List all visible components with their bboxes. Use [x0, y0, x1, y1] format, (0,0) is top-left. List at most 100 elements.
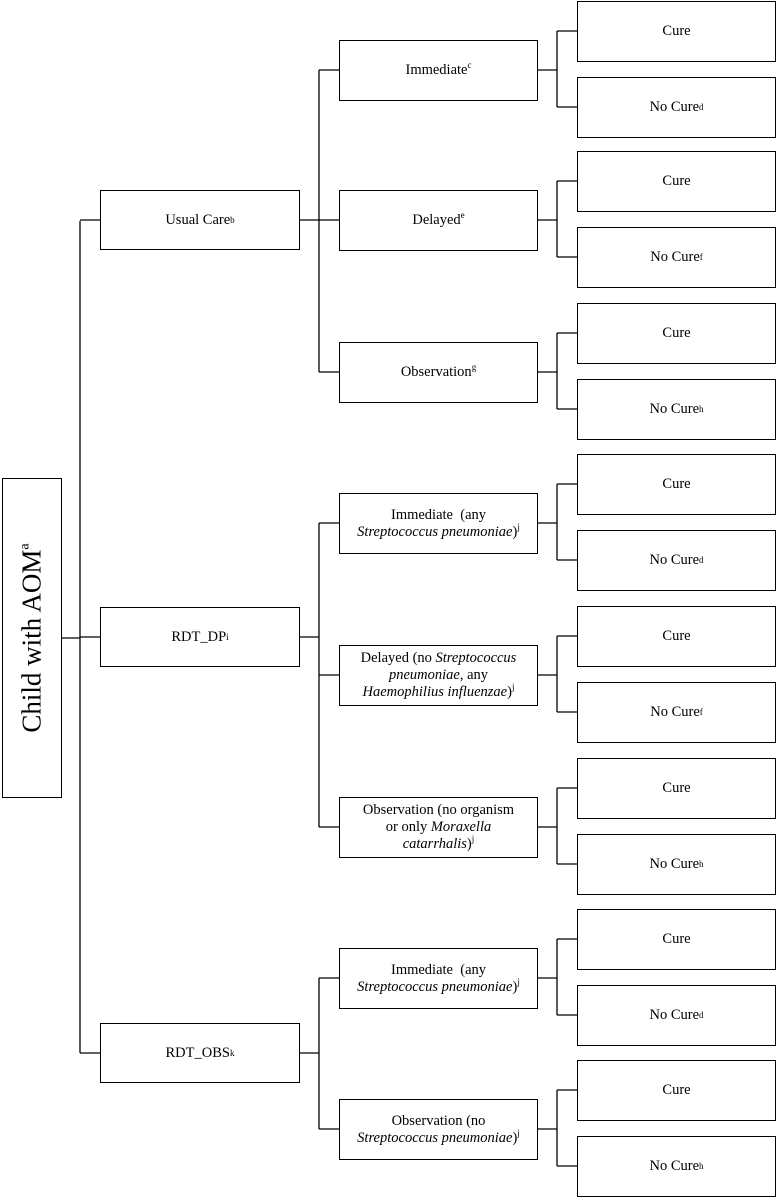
- outcome-label: Cure: [662, 324, 691, 341]
- outcome-label: No Cure: [650, 248, 700, 265]
- decision-text: ): [507, 684, 512, 700]
- organism-name: catarrhalis: [402, 836, 467, 852]
- outcome-label: Cure: [662, 1081, 691, 1098]
- outcome-node: Cure: [577, 605, 776, 667]
- decision-label-line: Immediate (any: [357, 962, 520, 979]
- organism-name: Streptococcus pneumoniae: [357, 523, 513, 540]
- decision-text: Observation: [400, 364, 472, 380]
- outcome-label: Cure: [662, 779, 691, 796]
- outcome-node: Cure: [577, 1059, 776, 1121]
- organism-name: pneumoniae: [388, 667, 460, 683]
- footnote-marker: j: [511, 682, 515, 692]
- outcome-label: Cure: [662, 22, 691, 39]
- decision-label-line: Haemophilius influenzae)j: [361, 682, 517, 701]
- decision-label-line: Streptococcus pneumoniae)j: [357, 521, 520, 541]
- decision-text: ): [512, 978, 518, 995]
- outcome-node: Cure: [577, 0, 776, 62]
- outcome-label: Cure: [662, 930, 691, 947]
- outcome-label: No Cure: [649, 1157, 700, 1174]
- decision-text: ): [512, 523, 518, 540]
- decision-text: Observation (no organism: [362, 802, 515, 818]
- outcome-label: Cure: [662, 627, 691, 644]
- decision-text: or only: [385, 819, 431, 835]
- outcome-label: Cure: [662, 172, 691, 189]
- footnote-marker: c: [467, 60, 472, 70]
- footnote-marker: j: [471, 834, 475, 844]
- footnote-marker: j: [517, 521, 520, 532]
- decision-label-line: Delayede: [412, 210, 465, 229]
- decision-label-line: or only Moraxella: [363, 819, 514, 836]
- decision-text: Immediate: [405, 62, 468, 78]
- root-node-label: Child with AOMa: [17, 543, 47, 732]
- decision-text: Delayed (no: [360, 650, 436, 666]
- decision-label: Immediatec: [405, 60, 472, 79]
- organism-name: Streptococcus: [435, 650, 517, 666]
- outcome-node: Cure: [577, 150, 776, 212]
- decision-text: ): [466, 836, 472, 852]
- decision-label-line: Streptococcus pneumoniae)j: [357, 976, 520, 996]
- outcome-label: No Cure: [650, 703, 700, 720]
- outcome-label: No Cure: [649, 551, 700, 568]
- organism-name: Moraxella: [430, 819, 492, 835]
- footnote-marker: j: [517, 976, 520, 987]
- root-node: Child with AOMa: [2, 478, 62, 798]
- outcome-node: Cure: [577, 908, 776, 970]
- decision-text: Immediate (any: [390, 506, 486, 523]
- organism-name: Streptococcus pneumoniae: [357, 1129, 513, 1146]
- decision-node: Delayede: [339, 190, 538, 251]
- branch-label: Usual Care: [165, 211, 231, 228]
- decision-text: Immediate (any: [390, 961, 486, 978]
- outcome-label: No Cure: [649, 400, 700, 417]
- root-label-sup: a: [18, 543, 33, 550]
- outcome-node: Cure: [577, 453, 776, 515]
- branch-label: RDT_OBS: [165, 1044, 230, 1061]
- branch-label: RDT_DP: [171, 628, 227, 645]
- decision-node: Observationg: [339, 342, 538, 403]
- decision-label-line: Streptococcus pneumoniae)j: [357, 1127, 520, 1147]
- organism-name: Streptococcus pneumoniae: [357, 978, 513, 995]
- footnote-marker: e: [460, 210, 465, 220]
- decision-label-line: Observation (no: [357, 1113, 520, 1130]
- decision-label: Delayede: [412, 210, 465, 229]
- decision-node: Immediatec: [339, 40, 538, 101]
- footnote-marker: g: [471, 362, 477, 372]
- outcome-label: No Cure: [649, 1006, 700, 1023]
- decision-label: Observationg: [400, 362, 477, 381]
- decision-label-line: Observation (no organism: [363, 802, 514, 819]
- outcome-node: Cure: [577, 757, 776, 819]
- decision-label-line: Observationg: [400, 362, 477, 381]
- organism-name: Haemophilius influenzae: [362, 684, 508, 700]
- decision-label-line: Delayed (no Streptococcus: [361, 650, 517, 667]
- decision-label-line: pneumoniae, any: [361, 667, 517, 684]
- decision-label-line: Immediate (any: [357, 507, 520, 524]
- decision-text: Observation (no: [391, 1112, 486, 1129]
- decision-text: ): [512, 1129, 518, 1146]
- outcome-label: No Cure: [649, 855, 700, 872]
- outcome-node: Cure: [577, 302, 776, 364]
- decision-text: , any: [459, 667, 489, 683]
- decision-text: Delayed: [412, 212, 461, 228]
- footnote-marker: j: [517, 1127, 520, 1138]
- outcome-label: No Cure: [649, 98, 700, 115]
